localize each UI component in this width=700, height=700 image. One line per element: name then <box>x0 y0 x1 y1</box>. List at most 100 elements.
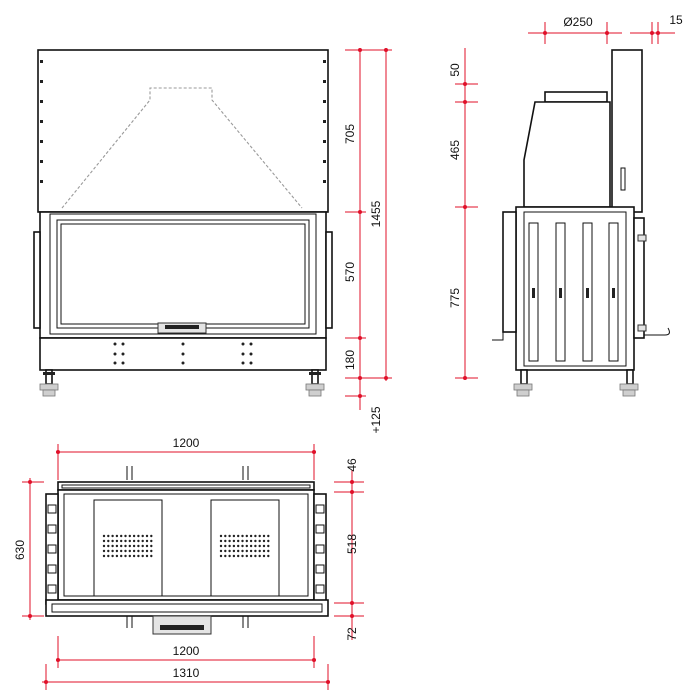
grille-hole <box>219 554 223 558</box>
dim-front-base-height: 180 <box>343 350 357 370</box>
grille-hole <box>107 549 110 553</box>
side-flue-collar <box>544 91 608 103</box>
grille-hole <box>132 539 136 543</box>
grille-hole <box>237 539 240 543</box>
grille-hole <box>128 534 131 538</box>
grille-hole <box>145 554 149 558</box>
grille-hole <box>232 539 236 543</box>
front-hidden-hood <box>61 87 303 209</box>
front-upper-bolts <box>40 60 326 183</box>
grille-hole <box>267 534 270 538</box>
top-handle-grip <box>160 625 204 630</box>
grille-hole <box>145 534 149 538</box>
grille-hole <box>258 539 261 543</box>
grille-hole <box>128 544 131 548</box>
dim-top-overall-width: 1310 <box>173 666 200 680</box>
grille-hole <box>237 554 240 558</box>
grille-hole <box>115 554 119 558</box>
top-front-hook-left <box>126 616 133 628</box>
grille-hole <box>267 554 270 558</box>
grille-hole <box>219 549 223 553</box>
grille-hole <box>120 534 123 538</box>
top-right-grille <box>219 534 270 558</box>
top-rear-hook-left <box>126 466 133 480</box>
side-right-knob-lower <box>637 324 647 332</box>
grille-hole <box>124 539 127 543</box>
grille-hole <box>254 539 257 543</box>
side-view: Ø250 15 50 465 775 <box>448 13 683 397</box>
grille-hole <box>219 539 223 543</box>
grille-hole <box>245 554 248 558</box>
grille-hole <box>262 554 266 558</box>
front-door-handle-grip <box>165 325 199 329</box>
grille-hole <box>249 539 253 543</box>
grille-hole <box>245 534 248 538</box>
grille-hole <box>267 549 270 553</box>
top-dimension-lines <box>22 444 364 690</box>
grille-hole <box>120 539 123 543</box>
front-upper-panel <box>37 49 329 213</box>
grille-hole <box>241 539 244 543</box>
dim-side-hood-height: 465 <box>448 140 462 160</box>
grille-hole <box>262 539 266 543</box>
grille-hole <box>115 534 119 538</box>
grille-hole <box>219 544 223 548</box>
grille-hole <box>219 534 223 538</box>
top-front-rail <box>45 599 329 617</box>
side-cable <box>492 332 504 341</box>
grille-hole <box>128 539 131 543</box>
grille-hole <box>254 549 257 553</box>
side-rear-duct <box>611 49 643 213</box>
top-rear-rail <box>57 481 315 491</box>
grille-hole <box>258 544 261 548</box>
grille-hole <box>115 544 119 548</box>
grille-hole <box>102 554 106 558</box>
grille-hole <box>241 544 244 548</box>
dim-front-glass-height: 570 <box>343 262 357 282</box>
grille-hole <box>232 549 236 553</box>
dim-front-legs: +125 <box>369 406 383 433</box>
grille-hole <box>224 554 227 558</box>
grille-hole <box>224 544 227 548</box>
dim-top-front-depth: 72 <box>345 627 359 641</box>
grille-hole <box>132 554 136 558</box>
top-left-panel <box>93 499 163 597</box>
grille-hole <box>102 534 106 538</box>
grille-hole <box>232 544 236 548</box>
grille-hole <box>249 534 253 538</box>
grille-hole <box>115 539 119 543</box>
grille-hole <box>267 544 270 548</box>
front-right-bracket <box>325 231 333 329</box>
grille-hole <box>228 544 231 548</box>
side-dimension-lines <box>455 22 675 380</box>
top-front-hook-right <box>242 616 249 628</box>
side-cable-right <box>644 327 670 336</box>
grille-hole <box>141 544 144 548</box>
top-left-grille <box>102 534 153 558</box>
side-body-inner <box>523 211 627 367</box>
grille-hole <box>262 549 266 553</box>
grille-hole <box>145 539 149 543</box>
grille-hole <box>120 549 123 553</box>
grille-hole <box>245 539 248 543</box>
dim-top-width-top: 1200 <box>173 436 200 450</box>
grille-hole <box>232 554 236 558</box>
grille-hole <box>137 554 140 558</box>
grille-hole <box>128 554 131 558</box>
grille-hole <box>107 554 110 558</box>
grille-hole <box>107 544 110 548</box>
grille-hole <box>107 534 110 538</box>
grille-hole <box>262 534 266 538</box>
grille-hole <box>132 534 136 538</box>
grille-hole <box>150 549 153 553</box>
top-view: 1200 1200 1310 630 46 518 72 <box>13 436 364 690</box>
grille-hole <box>237 549 240 553</box>
top-side-tabs <box>47 504 325 594</box>
grille-hole <box>141 534 144 538</box>
front-base-holes <box>113 342 253 365</box>
dim-top-width-bottom: 1200 <box>173 644 200 658</box>
grille-hole <box>262 544 266 548</box>
side-right-leg <box>619 369 639 397</box>
grille-hole <box>245 549 248 553</box>
